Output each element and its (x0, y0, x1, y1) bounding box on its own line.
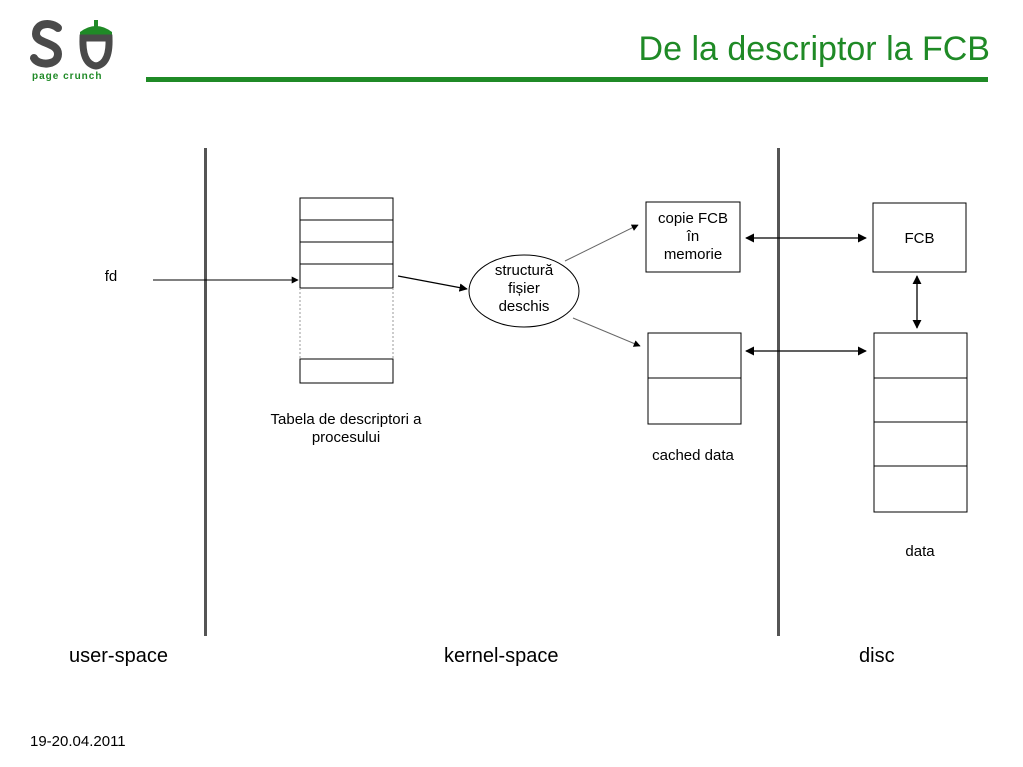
descriptor-table-row (299, 241, 394, 265)
fcb-copy-box (645, 201, 741, 273)
descriptor-table-row (299, 219, 394, 243)
disc-data-block (873, 421, 968, 467)
kernel-disc-divider (777, 148, 780, 636)
title-underline (146, 77, 988, 82)
fcb-copy-label: copie FCB în memorie (646, 210, 740, 264)
open-file-structure-line: deschis (498, 298, 550, 315)
open-file-structure-label: structură fișier deschis (474, 262, 574, 316)
structure-to-fcb-copy-arrow (564, 224, 639, 262)
descriptor-table-row (299, 197, 394, 221)
user-space-label: user-space (69, 645, 168, 667)
descriptor-table (299, 197, 394, 384)
disc-label: disc (859, 645, 895, 667)
open-file-structure-ellipse (468, 254, 580, 328)
cached-data-block (647, 377, 742, 425)
footer-date: 19-20.04.2011 (30, 733, 126, 750)
descriptor-table-row (299, 358, 394, 384)
fd-label: fd (104, 268, 118, 285)
descriptor-table-row (299, 263, 394, 289)
kernel-space-label: kernel-space (444, 645, 559, 667)
logo-acorn-icon (30, 20, 113, 70)
cached-data-label: cached data (652, 447, 734, 464)
logo-text: page crunch (32, 71, 103, 82)
open-file-structure-line: fișier (508, 280, 540, 297)
fcb-box (872, 202, 967, 273)
fcb-label: FCB (904, 230, 935, 247)
fcb-copy-line: în (686, 228, 700, 245)
disc-data-block (873, 377, 968, 423)
open-file-structure-line: structură (494, 262, 554, 279)
fcb-copy-line: memorie (663, 246, 723, 263)
disc-data-label: data (905, 543, 935, 560)
structure-to-cache-arrow (572, 317, 641, 347)
descriptor-to-structure-arrow (397, 275, 468, 292)
descriptor-table-caption: Tabela de descriptori a procesului (270, 411, 422, 446)
disc-data-block (873, 465, 968, 513)
fcb-copy-line: copie FCB (657, 210, 729, 227)
user-kernel-divider (204, 148, 207, 636)
page-title: De la descriptor la FCB (638, 30, 990, 68)
cached-data-block (647, 332, 742, 379)
disc-data-block (873, 332, 968, 379)
